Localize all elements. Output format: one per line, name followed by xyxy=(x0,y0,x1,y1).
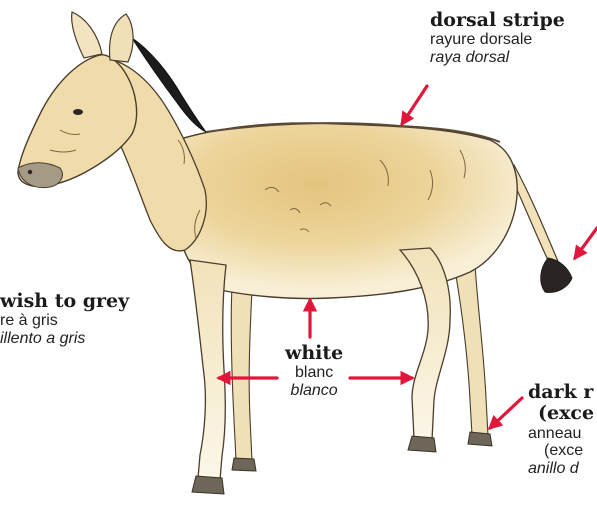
near-foreleg xyxy=(190,260,226,480)
arrow-tail xyxy=(575,228,597,258)
label-coat-color: wish to grey re à gris illento a gris xyxy=(0,291,129,348)
label-dark-ring: dark r (exce anneau (exce anillo d xyxy=(528,382,594,478)
coat-color-fr: re à gris xyxy=(0,312,129,330)
far-fore-hoof xyxy=(232,458,256,471)
ear-back xyxy=(110,14,134,62)
arrow-dorsal-stripe xyxy=(402,86,427,124)
far-foreleg xyxy=(231,285,252,461)
dorsal-stripe-en: dorsal stripe xyxy=(430,10,565,31)
tail-tuft xyxy=(541,258,572,292)
label-white: white blanc blanco xyxy=(285,343,343,400)
near-hind-hoof xyxy=(408,436,436,452)
dark-ring-fr: anneau xyxy=(528,425,594,443)
white-fr: blanc xyxy=(285,364,343,382)
dorsal-stripe-fr: rayure dorsale xyxy=(430,31,565,49)
dark-ring-fr-2: (exce xyxy=(528,442,594,460)
coat-color-en: wish to grey xyxy=(0,291,129,312)
coat-color-es: illento a gris xyxy=(0,330,129,348)
wild-ass-figure xyxy=(18,12,572,494)
dorsal-stripe-es: raya dorsal xyxy=(430,49,565,67)
ear-front xyxy=(72,12,102,58)
dark-ring-en: dark r xyxy=(528,382,594,403)
white-en: white xyxy=(285,343,343,364)
arrow-dark-ring xyxy=(490,398,522,428)
dark-ring-en-2: (exce xyxy=(528,403,594,424)
eye xyxy=(73,109,83,115)
white-es: blanco xyxy=(285,382,343,400)
dark-ring-es: anillo d xyxy=(528,460,594,478)
far-hind-leg xyxy=(455,265,488,436)
near-fore-hoof xyxy=(192,476,224,494)
nostril xyxy=(28,170,32,174)
far-hind-hoof xyxy=(468,432,492,446)
label-dorsal-stripe: dorsal stripe rayure dorsale raya dorsal xyxy=(430,10,565,67)
